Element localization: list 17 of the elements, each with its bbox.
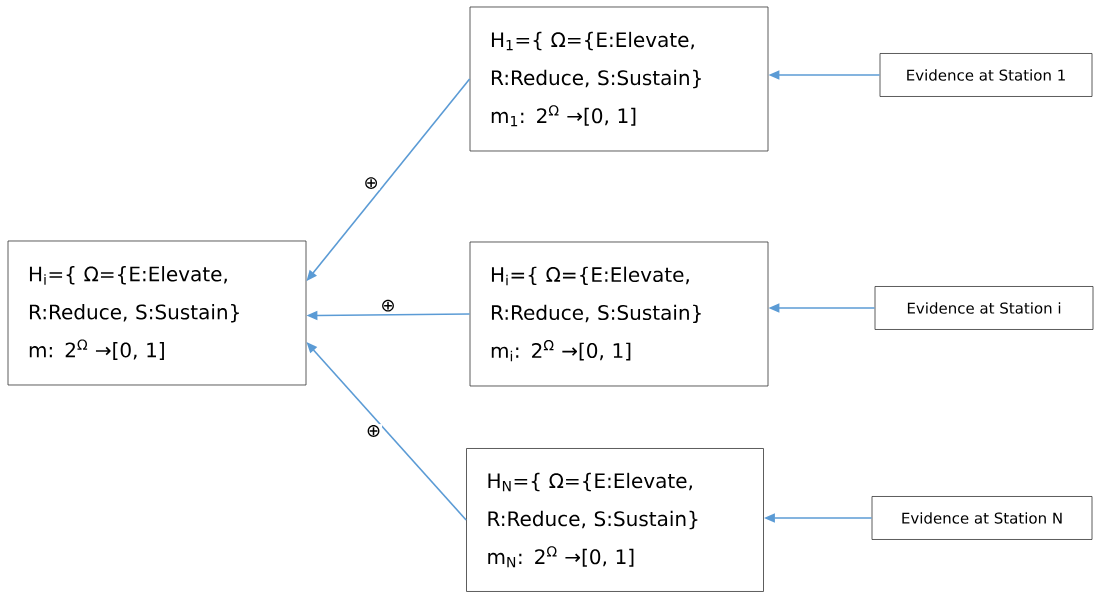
evidence-label: Evidence at Station N <box>902 512 1062 524</box>
edge-label: ⊕ <box>365 424 383 438</box>
mass-function-text: m$_{1}$: 2$^{Ω}$ →[0, 1] <box>491 105 636 127</box>
mass-function-text: m$_{N}$: 2$^{Ω}$ →[0, 1] <box>488 546 634 568</box>
mass-function-text: m$_{i}$: 2$^{Ω}$ →[0, 1] <box>491 340 631 362</box>
mass-function-text: m: 2$^{Ω}$ →[0, 1] <box>29 339 164 360</box>
evidence-label: Evidence at Station 1 <box>907 69 1065 81</box>
evidence-box <box>871 496 1093 540</box>
edge-label: ⊕ <box>379 298 397 313</box>
evidence-box <box>879 53 1093 97</box>
hypothesis-box <box>7 240 307 386</box>
hypothesis-box <box>466 448 764 592</box>
evidence-label: Evidence at Station i <box>907 302 1061 314</box>
edge-label: ⊕ <box>362 176 380 190</box>
hypothesis-box <box>469 241 769 387</box>
hypothesis-box <box>469 6 769 152</box>
evidence-box <box>874 286 1094 330</box>
